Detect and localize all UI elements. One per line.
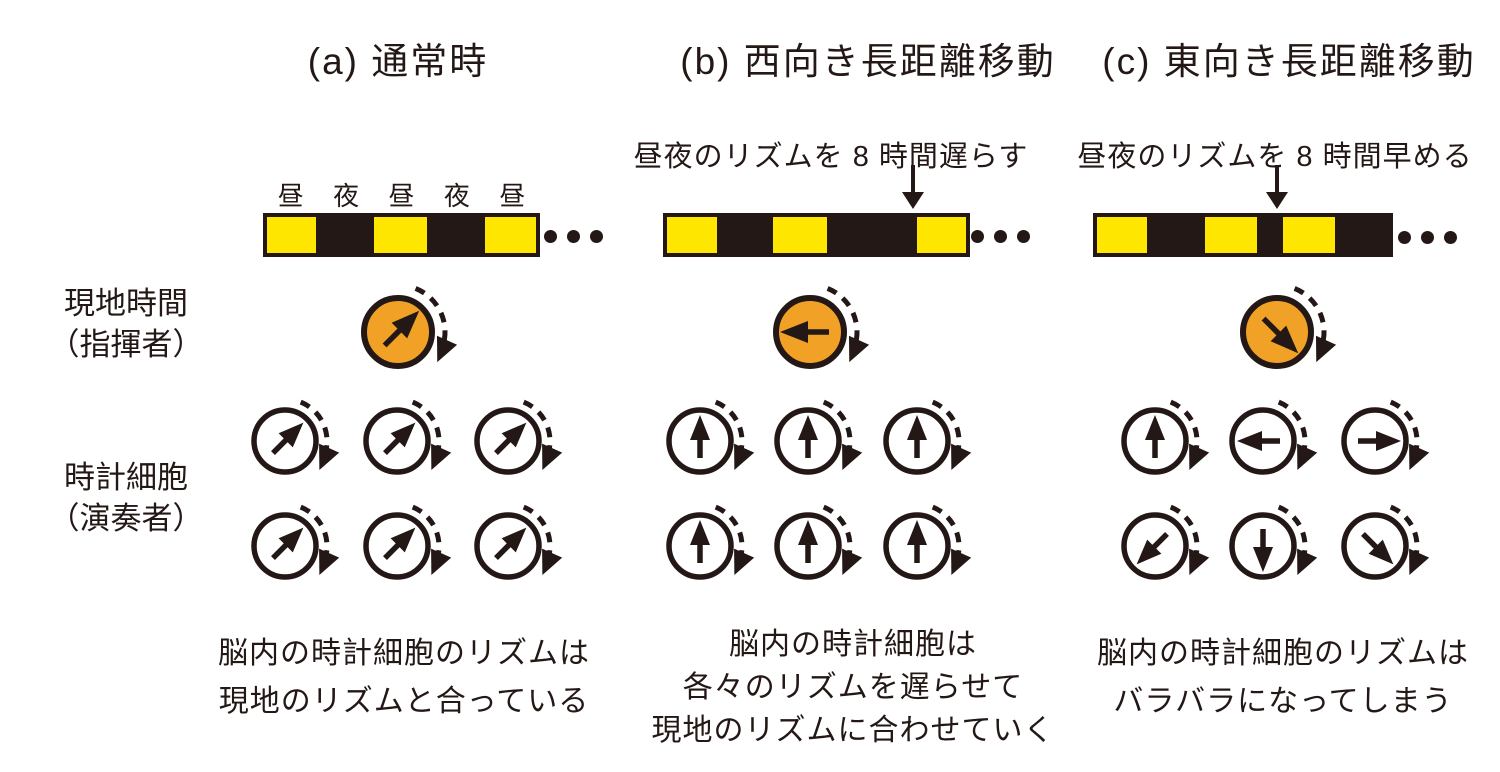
day-night-bar-c bbox=[1093, 213, 1393, 257]
day-night-label: 夜 bbox=[318, 176, 373, 218]
clock-cell-b-r1-1 bbox=[666, 399, 755, 475]
day-segment bbox=[917, 217, 966, 253]
day-segment bbox=[1283, 217, 1335, 253]
clock-cell-b-r1-2 bbox=[774, 399, 863, 475]
column-header-b: (b) 西向き長距離移動 bbox=[680, 41, 1056, 82]
day-segment bbox=[267, 217, 316, 253]
caption-line: 脳内の時計細胞は bbox=[729, 628, 977, 661]
column-header-c: (c) 東向き長距離移動 bbox=[1102, 41, 1476, 82]
clock-cell-a-r1-2 bbox=[363, 399, 452, 475]
continuation-dots bbox=[1398, 231, 1457, 244]
day-night-bar-a bbox=[263, 213, 540, 257]
caption-c: 脳内の時計細胞のリズムはバラバラになってしまう bbox=[1097, 630, 1469, 726]
day-night-label: 夜 bbox=[429, 176, 484, 218]
day-segment bbox=[485, 217, 536, 253]
caption-line: 脳内の時計細胞のリズムは bbox=[1097, 637, 1469, 670]
row-label-clock-cells-line1: 時計細胞 bbox=[64, 460, 188, 495]
clock-cell-c-r1-1 bbox=[1121, 399, 1210, 475]
conductor-clock-a bbox=[361, 286, 458, 369]
annotation-advance-rhythm: 昼夜のリズムを 8 時間早める bbox=[1077, 141, 1473, 173]
caption-line: 脳内の時計細胞のリズムは bbox=[218, 637, 590, 670]
clock-cell-c-r2-3 bbox=[1341, 504, 1430, 580]
continuation-dots bbox=[544, 230, 603, 243]
clock-cell-b-r2-3 bbox=[883, 504, 972, 580]
row-label-local-time: 現地時間 （指揮者） bbox=[26, 283, 226, 365]
clock-cell-b-r2-1 bbox=[666, 504, 755, 580]
clock-cell-c-r1-2 bbox=[1229, 399, 1318, 475]
clock-cell-a-r2-1 bbox=[251, 504, 340, 580]
day-night-labels: 昼夜昼夜昼 bbox=[263, 176, 540, 218]
clock-cell-c-r1-3 bbox=[1341, 399, 1430, 475]
clock-cell-c-r2-1 bbox=[1121, 504, 1210, 580]
conductor-clock-b bbox=[773, 286, 870, 369]
row-label-local-time-line1: 現地時間 bbox=[64, 286, 188, 321]
clock-cell-a-r1-1 bbox=[251, 399, 340, 475]
row-label-clock-cells-line2: （演奏者） bbox=[48, 501, 204, 536]
caption-line: 各々のリズムを遅らせて bbox=[682, 671, 1024, 704]
row-label-clock-cells: 時計細胞 （演奏者） bbox=[26, 457, 226, 539]
conductor-clock-c bbox=[1240, 286, 1337, 369]
day-night-label: 昼 bbox=[374, 176, 429, 218]
down-arrow-icon bbox=[901, 165, 925, 211]
day-night-label: 昼 bbox=[485, 176, 540, 218]
clock-cell-b-r2-2 bbox=[774, 504, 863, 580]
day-segment bbox=[1097, 217, 1147, 253]
day-night-label: 昼 bbox=[263, 176, 318, 218]
clock-cell-a-r2-2 bbox=[363, 504, 452, 580]
clock-cell-a-r2-3 bbox=[474, 504, 563, 580]
day-segment bbox=[667, 217, 717, 253]
column-header-a: (a) 通常時 bbox=[307, 41, 489, 82]
continuation-dots bbox=[971, 230, 1030, 243]
down-arrow-icon bbox=[1265, 165, 1289, 211]
day-segment bbox=[1205, 217, 1257, 253]
clock-cell-b-r1-3 bbox=[883, 399, 972, 475]
caption-line: 現地のリズムに合わせていく bbox=[651, 714, 1055, 747]
caption-b: 脳内の時計細胞は各々のリズムを遅らせて現地のリズムに合わせていく bbox=[652, 623, 1055, 752]
caption-line: バラバラになってしまう bbox=[1113, 685, 1453, 718]
clock-cell-c-r2-2 bbox=[1229, 504, 1318, 580]
clock-cell-a-r1-3 bbox=[474, 399, 563, 475]
annotation-delay-rhythm: 昼夜のリズムを 8 時間遅らす bbox=[633, 141, 1029, 173]
day-segment bbox=[773, 217, 827, 253]
row-label-local-time-line2: （指揮者） bbox=[48, 327, 204, 362]
caption-line: 現地のリズムと合っている bbox=[218, 685, 590, 718]
day-night-bar-b bbox=[663, 213, 970, 257]
day-segment bbox=[374, 217, 427, 253]
caption-a: 脳内の時計細胞のリズムは現地のリズムと合っている bbox=[218, 630, 590, 726]
